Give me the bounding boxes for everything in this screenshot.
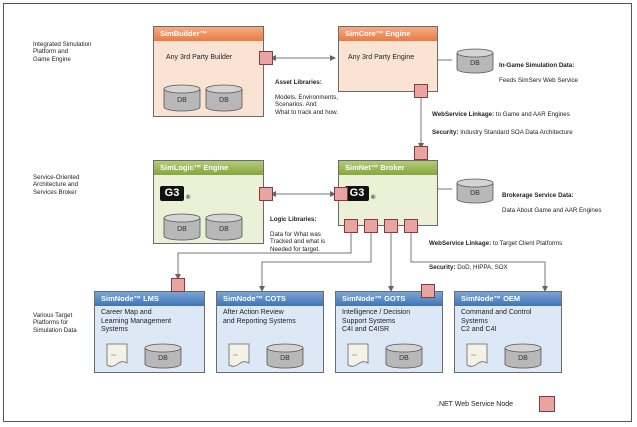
target-title: SimNode™ OEM [455,292,561,306]
in-game-data-note: In-Game Simulation Data: Feeds SimServ W… [499,54,578,84]
target-title: SimNode™ LMS [95,292,204,306]
simnet-out-node [364,219,378,233]
logic-libraries-note: Logic Libraries: Data for What was Track… [270,208,325,254]
registered-icon: ® [186,195,191,201]
db-label: DB [470,60,480,67]
g3-logo: G3 [345,186,369,201]
simnet-top-node [414,146,428,160]
document-icon [228,343,250,367]
database-icon: DB [205,213,243,241]
note-text: to Game and AAR Engines [494,111,570,118]
database-icon: DB [456,178,494,204]
note-text: Data About Game and AAR Engines [502,206,602,214]
simbuilder-title: SimBuilder™ [154,27,263,41]
note-title: Asset Libraries: [275,78,322,86]
webservice-linkage-note: WebService Linkage: to Target Client Pla… [429,240,562,248]
database-icon: DB [205,84,243,112]
db-label: DB [219,226,229,233]
simlogic-title: SimLogic™ Engine [154,161,263,175]
asset-libraries-note: Asset Libraries: Models, Environments, S… [275,71,338,117]
simnet-out-node [384,219,398,233]
simnet-out-node [404,219,418,233]
database-icon: DB [163,84,201,112]
database-icon: DB [504,343,542,369]
note-title: In-Game Simulation Data: [499,61,575,69]
note-title: Logic Libraries: [270,215,317,223]
db-label: DB [158,355,168,362]
simcore-title: SimCore™ Engine [339,27,437,41]
target-text: Command and Control Systems C2 and C4I [461,309,532,334]
target-title: SimNode™ GOTS [336,292,442,306]
tier-label-broker: Service-Oriented Architecture and Servic… [33,174,80,196]
note-title: Brokerage Service Data: [502,191,574,199]
security-note: Security: Industry Standard SOA Data Arc… [432,129,573,137]
db-label: DB [470,190,480,197]
target-text: Intelligence / Decision Support Systems … [342,309,411,334]
tier-label-platform: Integrated Simulation Platform and Game … [33,41,92,63]
brokerage-data-note: Brokerage Service Data: Data About Game … [502,184,601,214]
diagram-frame [3,3,632,422]
legend-label: .NET Web Service Node [437,401,513,408]
target-lms-node [171,278,185,292]
db-label: DB [219,97,229,104]
simcore-node [414,84,428,98]
note-text: Industry Standard SOA Data Architecture [458,129,573,136]
simcore-text: Any 3rd Party Engine [348,54,415,61]
database-icon: DB [266,343,304,369]
simbuilder-text: Any 3rd Party Builder [166,54,233,61]
target-gots-node [421,284,435,298]
note-text: DoD, HIPPA, SOX [455,264,508,271]
database-icon: DB [456,48,494,74]
note-text: to Target Client Platforms [491,240,563,247]
note-title: Security: [429,264,456,271]
security-note: Security: DoD, HIPPA, SOX [429,264,508,272]
note-title: WebService Linkage: [429,240,492,247]
webservice-linkage-note: WebService Linkage: to Game and AAR Engi… [432,111,570,119]
note-text: Data for What was Tracked and what is Ne… [270,230,326,253]
registered-icon: ® [371,195,376,201]
db-label: DB [280,355,290,362]
db-label: DB [177,226,187,233]
database-icon: DB [385,343,423,369]
simbuilder-node [259,51,273,65]
simnet-title: SimNet™ Broker [339,161,437,175]
simlogic-node [259,187,273,201]
simnet-left-node [334,187,348,201]
simcore-box: SimCore™ Engine Any 3rd Party Engine [338,26,438,92]
tier-label-targets: Various Target Platforms for Simulation … [33,312,77,334]
db-label: DB [518,355,528,362]
target-text: After Action Review and Reporting System… [223,309,296,325]
note-text: Feeds SimServ Web Service [499,76,578,84]
document-icon [347,343,369,367]
target-title: SimNode™ COTS [217,292,323,306]
simnet-box: SimNet™ Broker G3 ® [338,160,438,226]
note-text: Models, Environments, Scenarios. And Wha… [275,93,338,116]
database-icon: DB [144,343,182,369]
simnet-out-node [344,219,358,233]
db-label: DB [177,97,187,104]
note-title: WebService Linkage: [432,111,495,118]
document-icon [106,343,128,367]
database-icon: DB [163,213,201,241]
db-label: DB [399,355,409,362]
note-title: Security: [432,129,459,136]
g3-logo: G3 [160,186,184,201]
legend-node-swatch [539,396,555,412]
target-text: Career Map and Learning Management Syste… [101,309,172,334]
document-icon [466,343,488,367]
